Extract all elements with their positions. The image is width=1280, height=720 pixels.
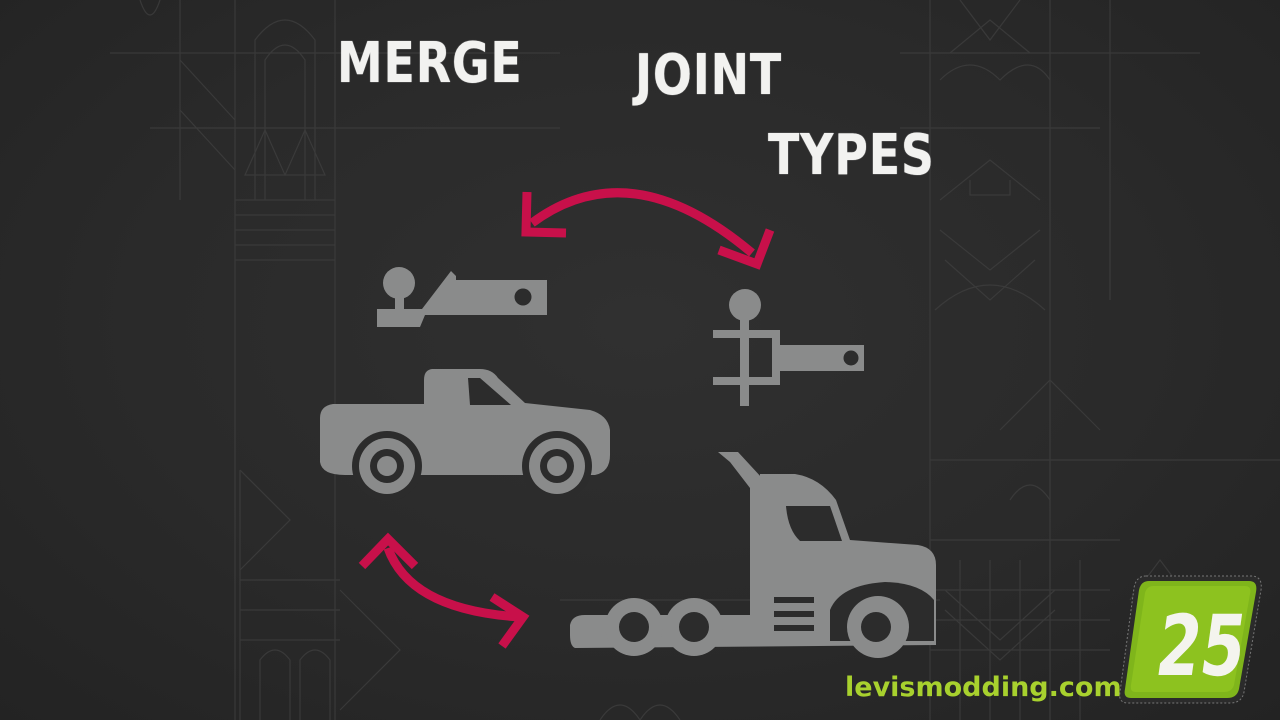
title-merge: MERGE <box>337 31 523 96</box>
double-arrow-icon <box>358 532 530 649</box>
website-url[interactable]: levismodding.com <box>845 672 1122 703</box>
title-joint: JOINT <box>635 43 783 108</box>
fs25-logo-icon: 25 <box>1119 575 1262 704</box>
logo-number: 25 <box>1151 597 1252 695</box>
ball-hitch-icon <box>377 267 547 327</box>
title-types: TYPES <box>768 123 935 188</box>
double-arrow-icon <box>521 188 775 270</box>
pickup-truck-icon <box>320 369 610 501</box>
pin-hitch-icon <box>713 289 864 406</box>
semi-truck-icon <box>570 452 936 658</box>
